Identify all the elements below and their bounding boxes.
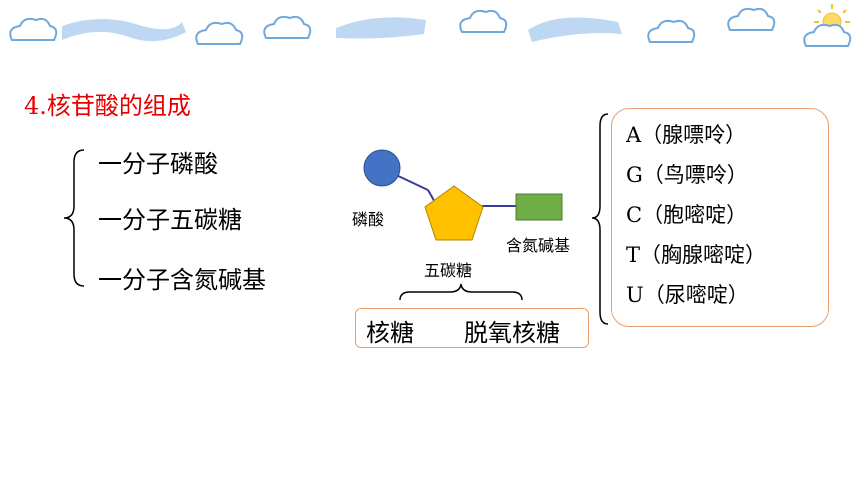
phosphate-label: 磷酸: [352, 210, 385, 229]
bottom-brace: [399, 283, 523, 301]
cloud-icon: [263, 15, 312, 39]
component-pentose: 一分子五碳糖: [98, 206, 242, 234]
cloud-icon: [195, 21, 244, 45]
base-adenine: A（腺嘌呤）: [626, 123, 747, 147]
cloud-streak: [62, 19, 186, 42]
base-cytosine: C（胞嘧啶）: [626, 203, 748, 227]
phosphate-sugar-bond: [393, 173, 429, 191]
base-label: 含氮碱基: [506, 236, 571, 255]
right-brace: [591, 113, 609, 325]
cloud-streak: [528, 17, 622, 42]
sugar-type-ribose: 核糖: [366, 319, 414, 347]
base-uracil: U（尿嘧啶）: [626, 283, 749, 307]
base-rectangle: [515, 193, 563, 221]
cloud-icon: [727, 7, 776, 31]
base-thymine: T（胸腺嘧啶）: [626, 243, 767, 267]
sun-icon: [803, 4, 852, 47]
cloud-banner: [9, 4, 852, 47]
section-title: 4.核苷酸的组成: [24, 92, 191, 120]
nucleotide-diagram: [363, 149, 563, 241]
component-base: 一分子含氮碱基: [98, 266, 266, 294]
base-guanine: G（鸟嘌呤）: [626, 163, 748, 187]
cloud-icon: [647, 19, 696, 43]
cloud-icon: [459, 9, 508, 33]
bases-box: A（腺嘌呤） G（鸟嘌呤） C（胞嘧啶） T（胸腺嘧啶） U（尿嘧啶）: [611, 108, 829, 327]
cloud-streak: [336, 17, 426, 39]
pentose-pentagon: [424, 185, 484, 241]
sugar-type-deoxyribose: 脱氧核糖: [464, 319, 560, 347]
sugar-types-box: 核糖 脱氧核糖: [355, 308, 589, 348]
phosphate-circle: [363, 149, 401, 187]
sugar-label: 五碳糖: [424, 261, 473, 280]
component-phosphate: 一分子磷酸: [98, 150, 218, 178]
cloud-icon: [9, 17, 58, 41]
left-brace: [63, 149, 85, 287]
